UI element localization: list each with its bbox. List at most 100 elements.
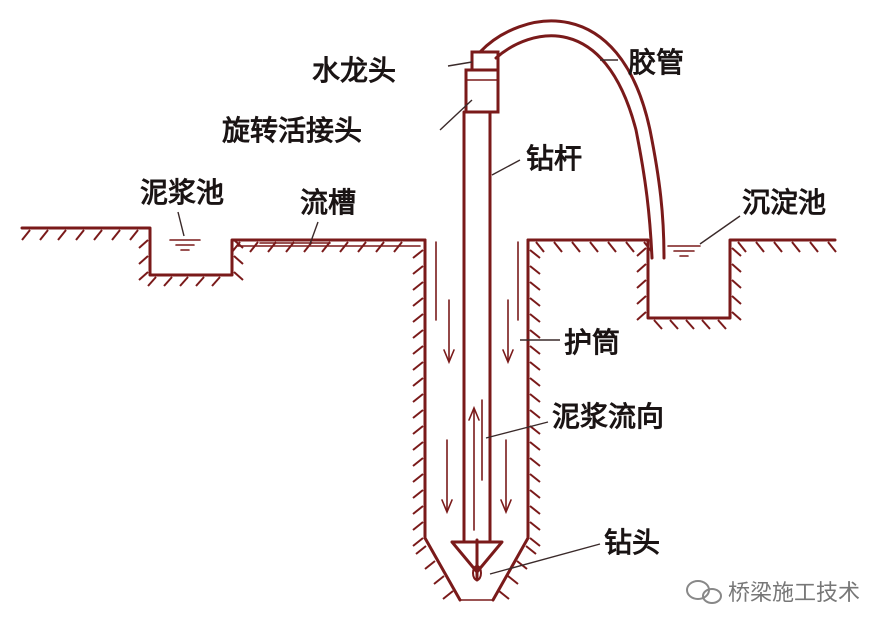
soil-hatch-mark bbox=[412, 489, 424, 499]
soil-hatch-mark bbox=[138, 271, 149, 281]
soil-hatch-mark bbox=[529, 425, 541, 435]
soil-hatch-mark bbox=[636, 279, 647, 289]
label-drill-rod: 钻杆 bbox=[526, 142, 582, 175]
soil-hatch-mark bbox=[211, 276, 221, 287]
soil-hatch-mark bbox=[529, 249, 541, 259]
soil-hatch-mark bbox=[111, 229, 121, 241]
soil-hatch-mark bbox=[412, 249, 424, 259]
soil-hatch-mark bbox=[412, 425, 424, 435]
drill-rod bbox=[462, 110, 492, 542]
soil-hatch-mark bbox=[93, 229, 103, 241]
soil-hatch-mark bbox=[529, 329, 541, 339]
soil-hatch-mark bbox=[412, 345, 424, 355]
soil-hatch-mark bbox=[412, 313, 424, 323]
soil-hatch-mark bbox=[357, 241, 367, 253]
soil-hatch-mark bbox=[39, 229, 49, 241]
soil-hatch-mark bbox=[529, 521, 541, 531]
mud-pit-water-symbol bbox=[169, 239, 201, 251]
label-mud-pit: 泥浆池 bbox=[140, 176, 224, 209]
soil-hatch-mark bbox=[529, 409, 541, 419]
soil-hatch-mark bbox=[553, 241, 563, 253]
soil-hatch-mark bbox=[755, 241, 765, 253]
soil-hatch-mark bbox=[636, 263, 647, 273]
soil-hatch-mark bbox=[653, 319, 663, 330]
soil-hatch-mark bbox=[433, 575, 445, 585]
soil-hatch-mark bbox=[233, 255, 244, 265]
drill-bit bbox=[450, 538, 504, 582]
label-settling-pit: 沉淀池 bbox=[742, 186, 826, 219]
soil-hatch-mark bbox=[669, 319, 679, 330]
label-mud-flow-direction: 泥浆流向 bbox=[552, 400, 664, 433]
soil-hatch-mark bbox=[163, 276, 173, 287]
soil-hatch-mark bbox=[415, 545, 427, 555]
soil-hatch-mark bbox=[773, 241, 783, 253]
settling-pit-water-symbol bbox=[667, 245, 701, 257]
soil-hatch-mark bbox=[412, 505, 424, 515]
soil-hatch-mark bbox=[717, 319, 727, 330]
soil-hatch-mark bbox=[607, 241, 617, 253]
hose bbox=[478, 19, 666, 260]
soil-hatch-mark bbox=[412, 393, 424, 403]
soil-hatch-mark bbox=[412, 361, 424, 371]
soil-hatch-mark bbox=[625, 241, 635, 253]
soil-hatch-mark bbox=[233, 271, 244, 281]
flow-channel bbox=[237, 242, 421, 247]
soil-hatch-mark bbox=[529, 489, 541, 499]
soil-hatch-mark bbox=[21, 229, 31, 241]
soil-hatch-mark bbox=[827, 241, 837, 253]
soil-hatch-mark bbox=[529, 377, 541, 387]
soil-hatch-mark bbox=[529, 313, 541, 323]
casing-lines bbox=[435, 241, 519, 321]
soil-hatch-mark bbox=[636, 247, 647, 257]
soil-hatch-mark bbox=[412, 297, 424, 307]
soil-hatch-mark bbox=[529, 393, 541, 403]
soil-hatch-mark bbox=[412, 473, 424, 483]
soil-hatch-mark bbox=[412, 377, 424, 387]
label-drill-bit: 钻头 bbox=[604, 526, 660, 559]
soil-hatch-mark bbox=[529, 457, 541, 467]
soil-hatch-mark bbox=[412, 457, 424, 467]
soil-hatch-mark bbox=[412, 329, 424, 339]
soil-hatch-mark bbox=[339, 241, 349, 253]
soil-hatch-mark bbox=[701, 319, 711, 330]
soil-hatch-mark bbox=[809, 241, 819, 253]
soil-hatch-mark bbox=[412, 441, 424, 451]
label-casing: 护筒 bbox=[564, 326, 620, 359]
soil-hatch-mark bbox=[375, 241, 385, 253]
ground-left bbox=[20, 226, 427, 277]
soil-hatch-mark bbox=[75, 229, 85, 241]
soil-hatch-mark bbox=[731, 263, 742, 273]
soil-hatch-mark bbox=[589, 241, 599, 253]
label-flow-channel: 流槽 bbox=[300, 186, 356, 219]
soil-hatch-mark bbox=[636, 311, 647, 321]
soil-hatch-mark bbox=[525, 545, 537, 555]
label-faucet-head: 水龙头 bbox=[312, 54, 396, 87]
soil-hatch-mark bbox=[412, 281, 424, 291]
soil-hatch-mark bbox=[179, 276, 189, 287]
soil-hatch-mark bbox=[731, 279, 742, 289]
soil-hatch-mark bbox=[195, 276, 205, 287]
watermark-text: 桥梁施工技术 bbox=[728, 581, 860, 606]
soil-hatch-mark bbox=[529, 345, 541, 355]
soil-hatch-mark bbox=[442, 590, 454, 600]
soil-hatch-mark bbox=[412, 409, 424, 419]
soil-hatch-mark bbox=[393, 241, 403, 253]
soil-hatch-mark bbox=[529, 505, 541, 515]
soil-hatch-mark bbox=[571, 241, 581, 253]
soil-hatch-mark bbox=[138, 239, 149, 249]
soil-hatch-mark bbox=[507, 575, 519, 585]
mud-flow-arrows bbox=[441, 299, 514, 531]
soil-hatch-mark bbox=[535, 241, 545, 253]
soil-hatch-mark bbox=[791, 241, 801, 253]
soil-hatch-mark bbox=[138, 255, 149, 265]
soil-hatch-mark bbox=[731, 247, 742, 257]
soil-hatch-mark bbox=[412, 537, 424, 547]
soil-hatch-mark bbox=[249, 241, 259, 253]
soil-hatch-mark bbox=[147, 276, 157, 287]
soil-hatch-mark bbox=[57, 229, 67, 241]
soil-hatch-mark bbox=[529, 281, 541, 291]
soil-hatch-mark bbox=[529, 473, 541, 483]
leader-lines bbox=[177, 59, 741, 575]
rotary-joint bbox=[464, 68, 500, 114]
soil-hatch-mark bbox=[412, 265, 424, 275]
